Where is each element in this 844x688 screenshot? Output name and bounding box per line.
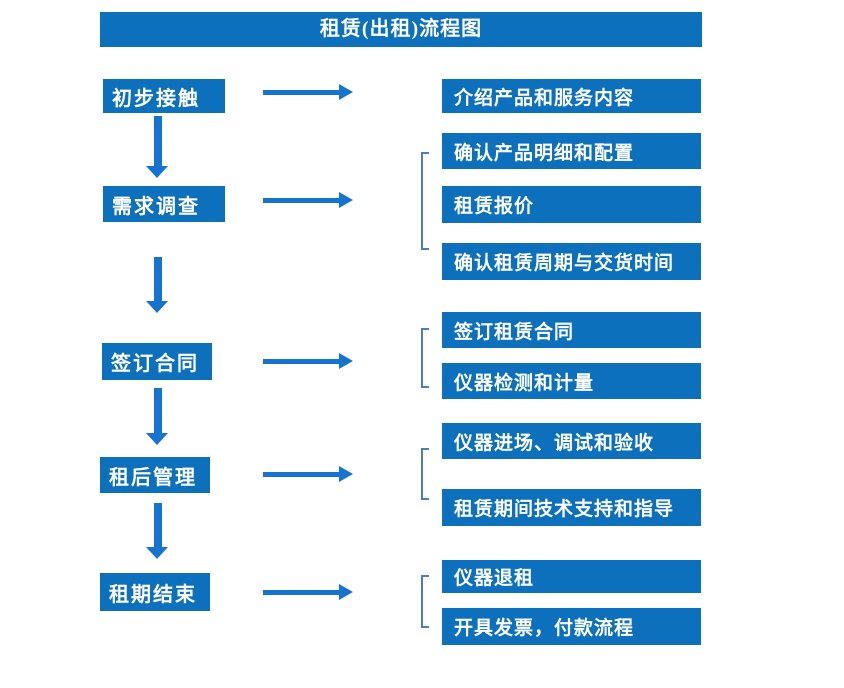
- right-arrow-3: [263, 353, 353, 369]
- right-arrow-5: [263, 584, 353, 600]
- detail-box-invoice-payment: 开具发票，付款流程: [442, 608, 701, 645]
- detail-box-rental-quotation: 租赁报价: [442, 186, 701, 223]
- detail-box-confirm-period-delivery: 确认租赁周期与交货时间: [442, 243, 701, 280]
- flowchart-title: 租赁(出租)流程图: [100, 12, 702, 47]
- down-arrow-4: [146, 503, 168, 559]
- stage-box-initial-contact: 初步接触: [103, 79, 225, 113]
- stage-box-post-rental-management: 租后管理: [100, 457, 210, 493]
- arrow-head-icon: [146, 547, 168, 559]
- right-arrow-1: [263, 84, 353, 100]
- arrow-head-icon: [339, 466, 353, 482]
- detail-box-confirm-product-config: 确认产品明细和配置: [442, 133, 701, 169]
- arrow-shaft: [263, 198, 340, 203]
- arrow-head-icon: [339, 192, 353, 208]
- arrow-head-icon: [339, 84, 353, 100]
- detail-box-instrument-testing: 仪器检测和计量: [442, 363, 701, 399]
- arrow-head-icon: [146, 433, 168, 445]
- stage-box-demand-survey: 需求调查: [103, 186, 225, 222]
- arrow-shaft: [263, 359, 340, 364]
- arrow-head-icon: [339, 584, 353, 600]
- stage-box-sign-contract: 签订合同: [102, 343, 212, 380]
- bracket-sign-contract-group: [421, 328, 429, 388]
- arrow-shaft: [263, 472, 340, 477]
- arrow-shaft: [263, 590, 340, 595]
- down-arrow-3: [146, 388, 168, 445]
- down-arrow-2: [146, 257, 168, 313]
- down-arrow-1: [146, 116, 168, 178]
- arrow-shaft: [154, 503, 162, 547]
- detail-box-tech-support: 租赁期间技术支持和指导: [442, 489, 701, 526]
- arrow-shaft: [263, 90, 340, 95]
- detail-box-introduce-products: 介绍产品和服务内容: [442, 79, 701, 113]
- bracket-rental-end-group: [421, 575, 429, 628]
- detail-box-instrument-setup-acceptance: 仪器进场、调试和验收: [442, 423, 701, 459]
- arrow-head-icon: [146, 166, 168, 178]
- arrow-head-icon: [339, 353, 353, 369]
- right-arrow-4: [263, 466, 353, 482]
- arrow-shaft: [154, 388, 162, 433]
- detail-box-sign-rental-contract: 签订租赁合同: [442, 312, 701, 348]
- detail-box-instrument-return: 仪器退租: [442, 560, 701, 593]
- bracket-post-rental-group: [421, 448, 429, 500]
- bracket-demand-survey-group: [421, 152, 429, 250]
- arrow-head-icon: [146, 301, 168, 313]
- arrow-shaft: [154, 116, 162, 166]
- right-arrow-2: [263, 192, 353, 208]
- arrow-shaft: [154, 257, 162, 301]
- stage-box-rental-end: 租期结束: [100, 573, 210, 611]
